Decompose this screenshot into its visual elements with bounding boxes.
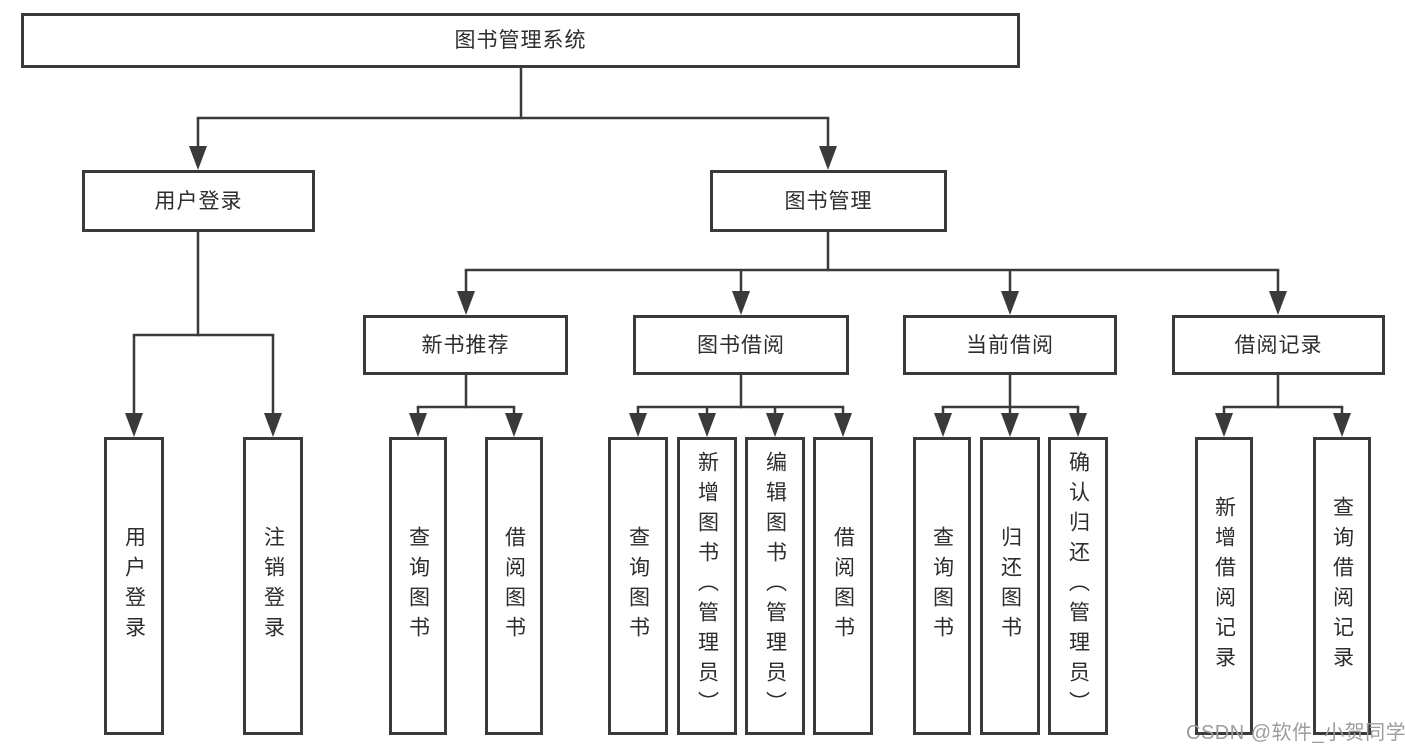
leaf-borrow-query-books-label: 查询图书 (626, 526, 650, 646)
leaf-user-login-label: 用户登录 (122, 526, 146, 646)
leaf-logout: 注销登录 (243, 437, 303, 735)
leaf-return-books: 归还图书 (980, 437, 1040, 735)
node-borrow-records: 借阅记录 (1172, 315, 1385, 375)
node-book-management: 图书管理 (710, 170, 947, 232)
leaf-return-books-label: 归还图书 (998, 526, 1022, 646)
node-user-login: 用户登录 (82, 170, 315, 232)
node-book-borrow: 图书借阅 (633, 315, 849, 375)
node-borrow-records-label: 借阅记录 (1234, 333, 1323, 357)
leaf-recommend-borrow-books: 借阅图书 (485, 437, 543, 735)
leaf-add-books-admin: 新增图书（管理员） (677, 437, 737, 735)
leaf-add-books-admin-label: 新增图书（管理员） (695, 451, 719, 721)
node-new-book-recommend: 新书推荐 (363, 315, 568, 375)
leaf-borrow-books: 借阅图书 (813, 437, 873, 735)
leaf-logout-label: 注销登录 (261, 526, 285, 646)
leaf-confirm-return-admin-label: 确认归还（管理员） (1066, 451, 1090, 721)
node-root-label: 图书管理系统 (454, 29, 587, 52)
leaf-edit-books-admin: 编辑图书（管理员） (745, 437, 805, 735)
leaf-add-borrow-record-label: 新增借阅记录 (1212, 496, 1236, 676)
leaf-recommend-query-books-label: 查询图书 (406, 526, 430, 646)
leaf-current-query-books-label: 查询图书 (930, 526, 954, 646)
leaf-user-login: 用户登录 (104, 437, 164, 735)
node-new-book-recommend-label: 新书推荐 (421, 333, 510, 357)
node-user-login-label: 用户登录 (154, 189, 243, 213)
leaf-confirm-return-admin: 确认归还（管理员） (1048, 437, 1108, 735)
leaf-edit-books-admin-label: 编辑图书（管理员） (763, 451, 787, 721)
leaf-borrow-books-label: 借阅图书 (831, 526, 855, 646)
node-root: 图书管理系统 (21, 13, 1020, 68)
arrowheads (125, 146, 1351, 437)
node-current-borrow: 当前借阅 (903, 315, 1117, 375)
leaf-borrow-query-books: 查询图书 (608, 437, 668, 735)
leaf-recommend-query-books: 查询图书 (389, 437, 447, 735)
leaf-recommend-borrow-books-label: 借阅图书 (502, 526, 526, 646)
leaf-current-query-books: 查询图书 (913, 437, 971, 735)
node-current-borrow-label: 当前借阅 (966, 333, 1054, 357)
leaf-query-borrow-record-label: 查询借阅记录 (1330, 496, 1354, 676)
leaf-add-borrow-record: 新增借阅记录 (1195, 437, 1253, 735)
node-book-borrow-label: 图书借阅 (697, 333, 785, 357)
node-book-management-label: 图书管理 (784, 189, 873, 213)
watermark: CSDN @软件_小贺同学 (1186, 722, 1405, 744)
leaf-query-borrow-record: 查询借阅记录 (1313, 437, 1371, 735)
